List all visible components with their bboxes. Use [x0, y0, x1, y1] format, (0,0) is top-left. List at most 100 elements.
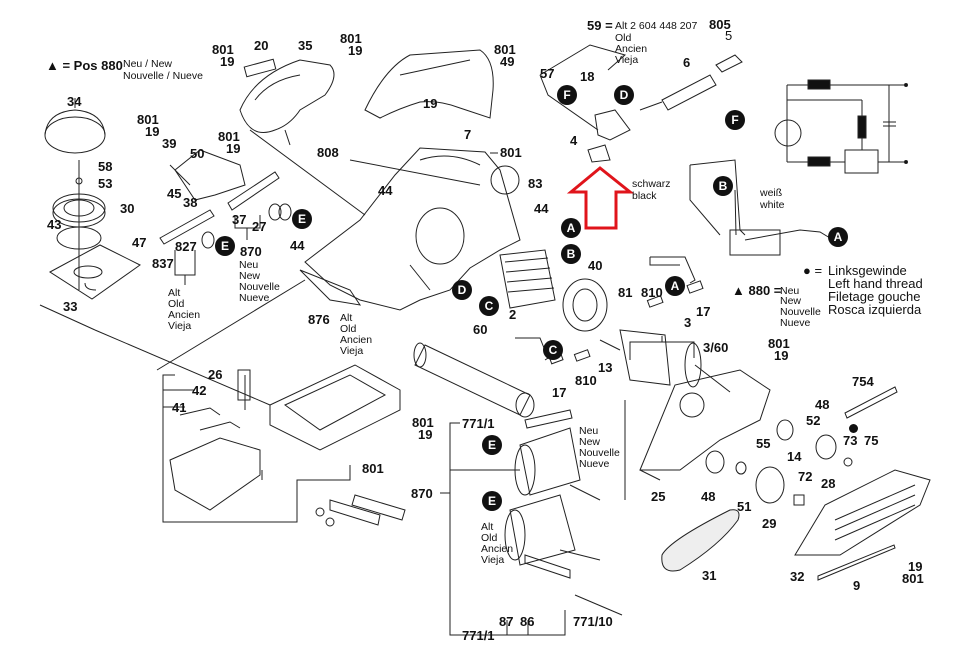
- pos-880-note-line1: Neu / New: [123, 58, 173, 70]
- main-housing: [299, 147, 521, 311]
- pos-880-marker: ▲ = Pos 880: [46, 58, 123, 73]
- part-label-48: 48: [815, 397, 830, 412]
- blade-strips: [315, 494, 406, 527]
- connector-badge-c: C: [479, 296, 499, 316]
- part-label-35: 35: [298, 38, 313, 53]
- part-label-801: 801: [137, 112, 159, 127]
- part-label-26: 26: [208, 367, 223, 382]
- note-876-alt: Alt: [340, 312, 353, 324]
- part-label-44: 44: [534, 201, 549, 216]
- part-label-25: 25: [651, 489, 666, 504]
- switch-part-4: [539, 44, 631, 163]
- part-label-19: 19: [220, 54, 235, 69]
- part-label-805: 805: [709, 17, 731, 32]
- connector-badge-b: B: [561, 244, 581, 264]
- connector-badge-d2: D: [614, 85, 634, 105]
- part-label-4: 4: [570, 133, 578, 148]
- part-label-50: 50: [190, 146, 205, 161]
- part-label-14: 14: [787, 449, 802, 464]
- part-label-19: 19: [348, 43, 363, 58]
- part-label-53: 53: [98, 176, 113, 191]
- part-label-51: 51: [737, 499, 752, 514]
- part-label-801: 801: [340, 31, 362, 46]
- part-label-29: 29: [762, 516, 777, 531]
- part-label-19: 19: [774, 348, 789, 363]
- legend-880-line4: Nueve: [780, 317, 811, 329]
- part-label-20: 20: [254, 38, 269, 53]
- part-label-40: 40: [588, 258, 603, 273]
- note-771-new: New: [579, 436, 601, 448]
- part-label-801: 801: [500, 145, 522, 160]
- legend-880-line1: Neu: [780, 285, 800, 297]
- part-label-81: 81: [618, 285, 633, 300]
- part-label-827: 827: [175, 239, 197, 254]
- note-870-neu: Neu: [239, 259, 259, 271]
- part-label-19: 19: [226, 141, 241, 156]
- part-59-line4: Vieja: [615, 54, 639, 66]
- legend-thread-line3: Filetage gouche: [828, 289, 921, 304]
- part-label-52: 52: [806, 413, 821, 428]
- stator-part-2: [499, 249, 556, 309]
- part-label-38: 38: [183, 195, 198, 210]
- wire-label-schwarz: schwarz: [632, 178, 671, 190]
- part-label-801: 801: [768, 336, 790, 351]
- part-label-31: 31: [702, 568, 717, 583]
- gear-housing-part-25: [639, 369, 771, 481]
- note-837-alt: Alt: [168, 287, 181, 299]
- part-label-30: 30: [120, 201, 135, 216]
- connector-badge-a: A: [561, 218, 581, 238]
- ring-part-40: [562, 278, 608, 332]
- part-label-810: 810: [641, 285, 663, 300]
- part-label-19: 19: [418, 427, 433, 442]
- wire-label-white: white: [760, 199, 785, 211]
- legend-thread-symbol: ● =: [803, 263, 823, 278]
- note-771-nouvelle: Nouvelle: [579, 447, 620, 459]
- part-label-870: 870: [240, 244, 262, 259]
- part-label-48: 48: [701, 489, 716, 504]
- tube-part-60: [413, 342, 535, 418]
- part-label-876: 876: [308, 312, 330, 327]
- front-shoe-part-801: [269, 364, 401, 451]
- note-837-ancien: Ancien: [168, 309, 201, 321]
- part-label-42: 42: [192, 383, 207, 398]
- note-876-ancien: Ancien: [340, 334, 373, 346]
- part-label-58: 58: [98, 159, 113, 174]
- connector-badge-e: E: [292, 209, 312, 229]
- part-label-83: 83: [528, 176, 543, 191]
- part-59-line2: Old: [615, 32, 632, 44]
- handle-part-801: [364, 49, 494, 119]
- part-label-57: 57: [540, 66, 555, 81]
- part-label-5: 5: [725, 28, 733, 43]
- note-837-old: Old: [168, 298, 185, 310]
- depth-knob-part-30: [52, 160, 106, 290]
- bracket-bars: [159, 171, 292, 249]
- belt-cover-part-35: [239, 58, 335, 133]
- connector-badge-a2: A: [828, 227, 848, 247]
- connector-badge-d: D: [452, 280, 472, 300]
- note-837-vieja: Vieja: [168, 320, 192, 332]
- part-label-754: 754: [852, 374, 874, 389]
- connector-badge-f2: F: [725, 110, 745, 130]
- part-label-33: 33: [63, 299, 78, 314]
- part-label-45: 45: [167, 186, 182, 201]
- connector-badge-c2: C: [543, 340, 563, 360]
- part-label-9: 9: [853, 578, 861, 593]
- part-label-771-10: 771/10: [573, 614, 613, 629]
- note-870-nouvelle: Nouvelle: [239, 281, 280, 293]
- note-bottom-old: Old: [481, 532, 498, 544]
- connector-badge-b2: B: [713, 176, 733, 196]
- part-label-37: 37: [232, 212, 247, 227]
- legend-thread-line1: Linksgewinde: [828, 263, 907, 278]
- part-label-60: 60: [473, 322, 488, 337]
- part-label-801: 801: [218, 129, 240, 144]
- lever-part-38: [169, 149, 246, 201]
- blade-drum-old: [504, 494, 623, 616]
- power-cord-part-6: [639, 54, 743, 111]
- part-label-6: 6: [683, 55, 691, 70]
- note-876-old: Old: [340, 323, 357, 335]
- part-label-19: 19: [908, 559, 923, 574]
- part-label-75: 75: [864, 433, 879, 448]
- part-label-41: 41: [172, 400, 187, 415]
- part-label-87: 87: [499, 614, 514, 629]
- part-59-line3: Ancien: [615, 43, 648, 55]
